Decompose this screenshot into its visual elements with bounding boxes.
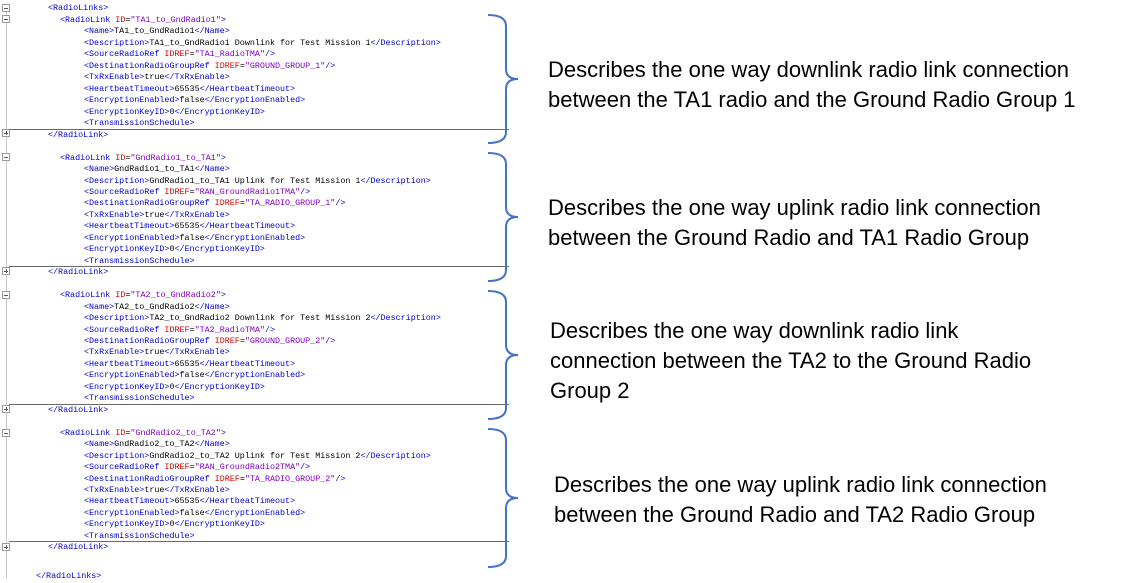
xml-heartbeat: <HeartbeatTimeout>65535</HeartbeatTimeou… bbox=[84, 496, 296, 506]
xml-txrx: <TxRxEnable>true</TxRxEnable> bbox=[84, 210, 230, 220]
xml-radiolink-open: <RadioLink ID="GndRadio1_to_TA1"> bbox=[60, 153, 226, 163]
xml-source-ref: <SourceRadioRef IDREF="RAN_GroundRadio2T… bbox=[84, 462, 311, 472]
xml-heartbeat: <HeartbeatTimeout>65535</HeartbeatTimeou… bbox=[84, 84, 296, 94]
annotation-line: connection between the TA2 to the Ground… bbox=[550, 348, 1032, 373]
row-separator bbox=[9, 266, 509, 267]
xml-description: <Description>GndRadio2_to_TA2 Uplink for… bbox=[84, 451, 431, 461]
row-separator bbox=[9, 541, 509, 542]
annotation-text: Describes the one way uplink radio link … bbox=[548, 193, 1041, 253]
row-separator bbox=[9, 129, 509, 130]
curly-brace-icon bbox=[484, 152, 524, 282]
xml-schedule: <TransmissionSchedule> bbox=[84, 118, 195, 128]
xml-dest-ref: <DestinationRadioGroupRef IDREF="GROUND_… bbox=[84, 336, 336, 346]
xml-radiolink-open: <RadioLink ID="GndRadio2_to_TA2"> bbox=[60, 428, 226, 438]
xml-schedule: <TransmissionSchedule> bbox=[84, 531, 195, 541]
xml-txrx: <TxRxEnable>true</TxRxEnable> bbox=[84, 485, 230, 495]
xml-heartbeat: <HeartbeatTimeout>65535</HeartbeatTimeou… bbox=[84, 221, 296, 231]
expand-icon[interactable] bbox=[2, 543, 10, 551]
collapse-icon[interactable] bbox=[2, 153, 10, 161]
annotation-text: Describes the one way downlink radio lin… bbox=[548, 55, 1076, 115]
xml-schedule: <TransmissionSchedule> bbox=[84, 256, 195, 266]
xml-txrx: <TxRxEnable>true</TxRxEnable> bbox=[84, 347, 230, 357]
annotation-line: Describes the one way uplink radio link … bbox=[554, 472, 1047, 497]
curly-brace-icon bbox=[484, 290, 524, 420]
xml-txrx: <TxRxEnable>true</TxRxEnable> bbox=[84, 72, 230, 82]
xml-root-close: </RadioLinks> bbox=[36, 571, 102, 581]
xml-encryption: <EncryptionEnabled>false</EncryptionEnab… bbox=[84, 95, 306, 105]
curly-brace-icon bbox=[484, 14, 524, 144]
fold-gutter bbox=[0, 0, 22, 583]
collapse-icon[interactable] bbox=[2, 15, 10, 23]
annotation-line: Describes the one way uplink radio link … bbox=[548, 195, 1041, 220]
annotation-line: Group 2 bbox=[550, 378, 630, 403]
expand-icon[interactable] bbox=[2, 405, 10, 413]
xml-keyid: <EncryptionKeyID>0</EncryptionKeyID> bbox=[84, 519, 265, 529]
annotation-line: Describes the one way downlink radio lin… bbox=[548, 57, 1069, 82]
annotation-line: between the Ground Radio and TA1 Radio G… bbox=[548, 225, 1030, 250]
xml-source-ref: <SourceRadioRef IDREF="TA1_RadioTMA"/> bbox=[84, 49, 276, 59]
xml-encryption: <EncryptionEnabled>false</EncryptionEnab… bbox=[84, 370, 306, 380]
annotation-line: between the Ground Radio and TA2 Radio G… bbox=[554, 502, 1036, 527]
xml-source-ref: <SourceRadioRef IDREF="RAN_GroundRadio1T… bbox=[84, 187, 311, 197]
xml-source-ref: <SourceRadioRef IDREF="TA2_RadioTMA"/> bbox=[84, 325, 276, 335]
xml-description: <Description>TA2_to_GndRadio2 Downlink f… bbox=[84, 313, 441, 323]
annotation-text: Describes the one way downlink radio lin… bbox=[550, 316, 1031, 406]
xml-keyid: <EncryptionKeyID>0</EncryptionKeyID> bbox=[84, 107, 265, 117]
xml-description: <Description>TA1_to_GndRadio1 Downlink f… bbox=[84, 38, 441, 48]
annotation-line: between the TA1 radio and the Ground Rad… bbox=[548, 87, 1076, 112]
xml-radiolink-close: </RadioLink> bbox=[48, 130, 109, 140]
xml-radiolink-close: </RadioLink> bbox=[48, 405, 109, 415]
row-separator bbox=[9, 404, 509, 405]
xml-dest-ref: <DestinationRadioGroupRef IDREF="GROUND_… bbox=[84, 61, 336, 71]
xml-keyid: <EncryptionKeyID>0</EncryptionKeyID> bbox=[84, 382, 265, 392]
xml-name: <Name>TA1_to_GndRadio1</Name> bbox=[84, 26, 230, 36]
xml-root-open: <RadioLinks> bbox=[48, 3, 109, 13]
expand-icon[interactable] bbox=[2, 129, 10, 137]
xml-encryption: <EncryptionEnabled>false</EncryptionEnab… bbox=[84, 233, 306, 243]
annotation-text: Describes the one way uplink radio link … bbox=[554, 470, 1047, 530]
collapse-icon[interactable] bbox=[2, 429, 10, 437]
curly-brace-icon bbox=[484, 428, 524, 568]
xml-dest-ref: <DestinationRadioGroupRef IDREF="TA_RADI… bbox=[84, 474, 346, 484]
xml-radiolink-close: </RadioLink> bbox=[48, 542, 109, 552]
collapse-icon[interactable] bbox=[2, 4, 10, 12]
collapse-icon[interactable] bbox=[2, 291, 10, 299]
xml-keyid: <EncryptionKeyID>0</EncryptionKeyID> bbox=[84, 244, 265, 254]
xml-name: <Name>GndRadio1_to_TA1</Name> bbox=[84, 164, 230, 174]
xml-name: <Name>GndRadio2_to_TA2</Name> bbox=[84, 439, 230, 449]
xml-dest-ref: <DestinationRadioGroupRef IDREF="TA_RADI… bbox=[84, 198, 346, 208]
xml-editor[interactable]: <RadioLinks> <RadioLink ID="TA1_to_GndRad… bbox=[0, 0, 520, 583]
xml-radiolink-open: <RadioLink ID="TA1_to_GndRadio1"> bbox=[60, 15, 226, 25]
xml-encryption: <EncryptionEnabled>false</EncryptionEnab… bbox=[84, 508, 306, 518]
xml-schedule: <TransmissionSchedule> bbox=[84, 393, 195, 403]
xml-radiolink-close: </RadioLink> bbox=[48, 267, 109, 277]
annotation-line: Describes the one way downlink radio lin… bbox=[550, 318, 959, 343]
xml-heartbeat: <HeartbeatTimeout>65535</HeartbeatTimeou… bbox=[84, 359, 296, 369]
xml-description: <Description>GndRadio1_to_TA1 Uplink for… bbox=[84, 176, 431, 186]
xml-radiolink-open: <RadioLink ID="TA2_to_GndRadio2"> bbox=[60, 290, 226, 300]
xml-name: <Name>TA2_to_GndRadio2</Name> bbox=[84, 302, 230, 312]
expand-icon[interactable] bbox=[2, 267, 10, 275]
